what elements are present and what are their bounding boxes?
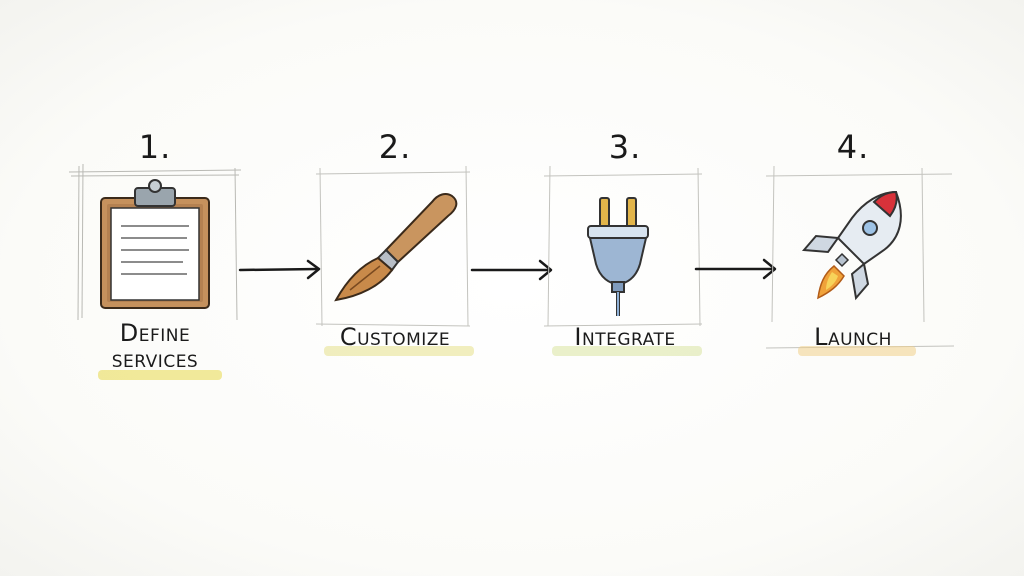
frame-lines [543, 165, 703, 327]
step-number: 4. [836, 128, 870, 166]
arrow-right-icon [694, 258, 777, 280]
arrow-right-icon [470, 259, 553, 281]
label-line-1: Customize [339, 323, 451, 351]
sketch-frame [68, 163, 242, 330]
sketch-frame [543, 165, 708, 330]
rocket-icon [801, 190, 902, 301]
label-highlight [98, 370, 222, 380]
step-label: Integrate [530, 323, 720, 356]
step-label: Define services [60, 319, 250, 380]
sketch-frame [315, 165, 480, 330]
sketch-frame [765, 165, 955, 349]
label-highlight [324, 346, 474, 356]
frame-lines [315, 165, 471, 327]
label-line-1: Launch [814, 323, 892, 351]
step-define-services: 1. D [60, 0, 250, 576]
step-label: Customize [300, 323, 490, 356]
step-integrate: 3. Integrate [530, 0, 720, 576]
paintbrush-icon [334, 193, 458, 302]
clipboard-icon [100, 179, 210, 309]
plug-icon [587, 197, 649, 316]
label-highlight [798, 346, 916, 356]
arrow-right-icon [238, 259, 321, 280]
step-label: Launch [758, 323, 948, 356]
step-customize: 2. Customize [300, 0, 490, 576]
step-number: 3. [608, 128, 642, 166]
label-line-2: services [111, 345, 199, 373]
label-highlight [552, 346, 702, 356]
frame-lines [68, 163, 242, 321]
label-line-1: Integrate [574, 323, 676, 351]
label-line-1: Define [119, 319, 191, 347]
step-number: 1. [138, 128, 172, 166]
step-number: 2. [378, 128, 412, 166]
step-launch: 4. Launch [758, 0, 955, 576]
